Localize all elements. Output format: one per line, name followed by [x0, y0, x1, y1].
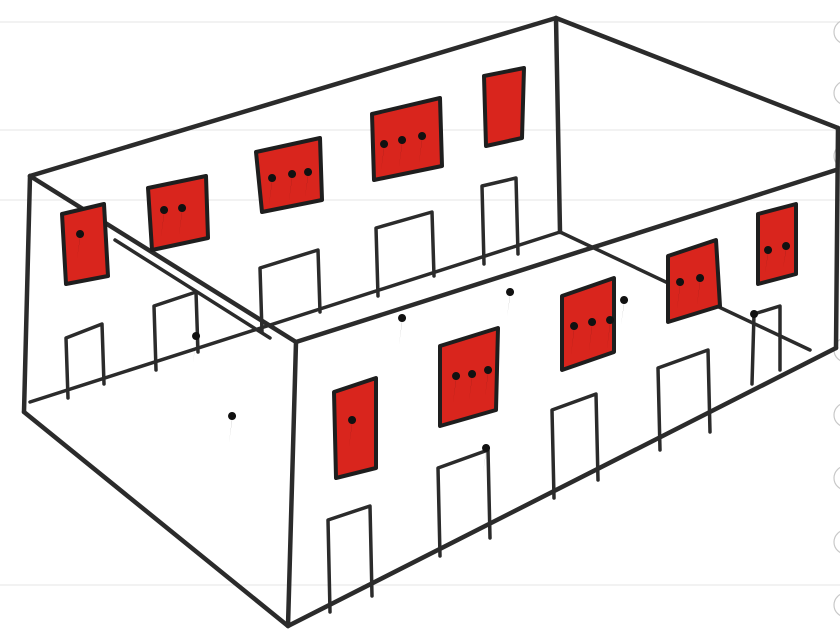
right-wall-doors — [752, 306, 780, 384]
left-wall-inner-line — [115, 240, 270, 338]
window — [334, 378, 376, 478]
figure — [398, 314, 406, 344]
window — [562, 278, 614, 370]
right-wall-windows — [668, 204, 796, 322]
figure — [228, 412, 236, 442]
front-corner-edge — [288, 342, 296, 626]
figure — [506, 288, 514, 316]
door — [438, 450, 490, 556]
door — [752, 306, 780, 384]
window — [668, 240, 720, 322]
window — [62, 204, 108, 284]
left-wall-bottom-edge — [24, 412, 288, 626]
window — [758, 204, 796, 284]
window — [148, 176, 208, 250]
figure — [620, 296, 628, 324]
window — [484, 68, 524, 146]
right-wall-top-edge — [556, 18, 838, 128]
front-wall-doors — [328, 350, 710, 612]
right-wall-outer-edge — [836, 128, 838, 348]
window — [440, 328, 498, 426]
left-wall-outer-edge — [24, 176, 30, 412]
front-wall-windows — [334, 278, 614, 478]
window — [372, 98, 442, 180]
